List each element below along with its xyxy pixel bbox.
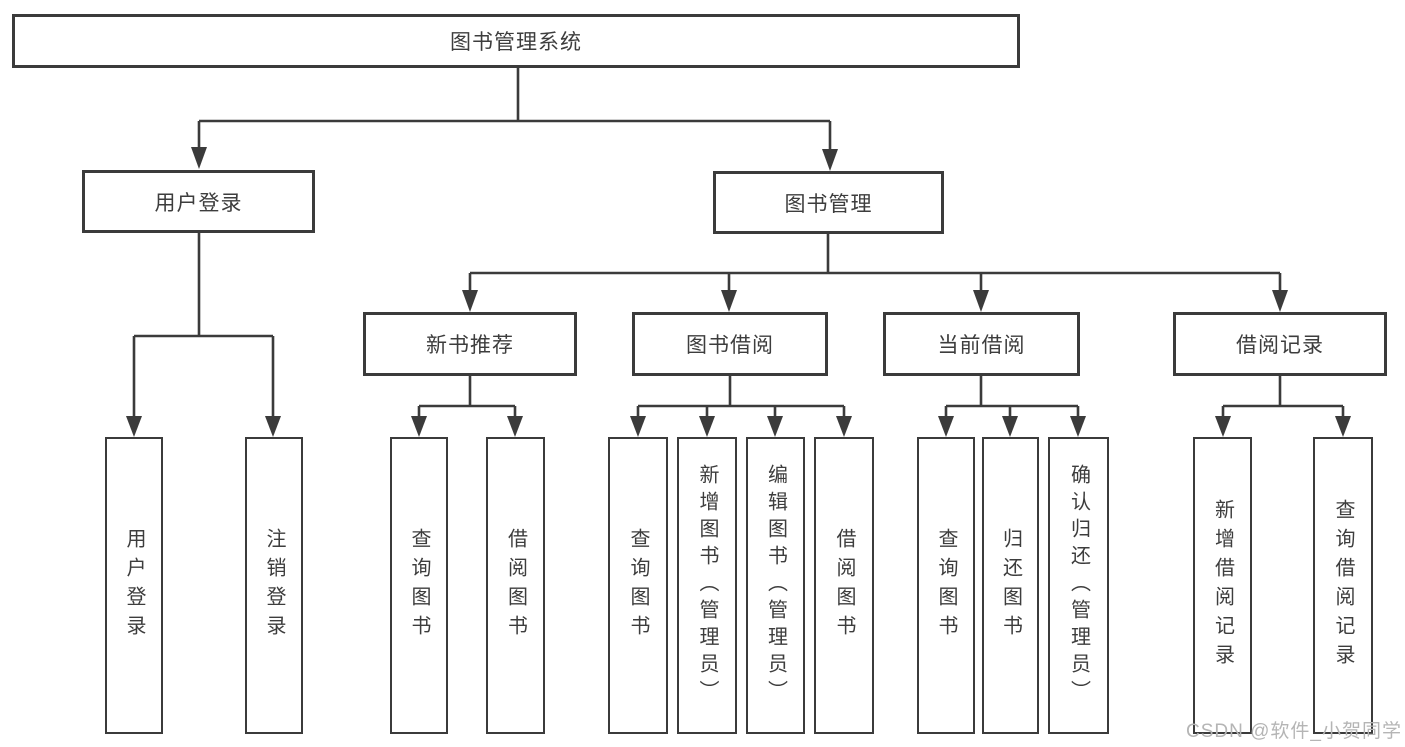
leaf-confirm-return-admin: 确认归还（管理员） xyxy=(1048,437,1109,734)
leaf-borrow-query-books: 查询图书 xyxy=(608,437,668,734)
leaf-borrow-books: 借阅图书 xyxy=(814,437,874,734)
node-borrow-records: 借阅记录 xyxy=(1173,312,1387,376)
node-user-login: 用户登录 xyxy=(82,170,315,233)
node-new-book-recommend: 新书推荐 xyxy=(363,312,577,376)
leaf-recommend-borrow-books: 借阅图书 xyxy=(486,437,545,734)
node-book-borrow: 图书借阅 xyxy=(632,312,828,376)
leaf-add-borrow-record: 新增借阅记录 xyxy=(1193,437,1252,734)
leaf-logout: 注销登录 xyxy=(245,437,303,734)
leaf-current-query-books: 查询图书 xyxy=(917,437,975,734)
leaf-query-borrow-record: 查询借阅记录 xyxy=(1313,437,1373,734)
leaf-return-books: 归还图书 xyxy=(982,437,1039,734)
leaf-add-books-admin: 新增图书（管理员） xyxy=(677,437,737,734)
leaf-edit-books-admin: 编辑图书（管理员） xyxy=(746,437,805,734)
csdn-watermark: CSDN @软件_小贺同学 xyxy=(1186,721,1402,742)
node-current-borrow: 当前借阅 xyxy=(883,312,1080,376)
node-root-system: 图书管理系统 xyxy=(12,14,1020,68)
leaf-user-login: 用户登录 xyxy=(105,437,163,734)
leaf-recommend-query-books: 查询图书 xyxy=(390,437,448,734)
node-book-management: 图书管理 xyxy=(713,171,944,234)
